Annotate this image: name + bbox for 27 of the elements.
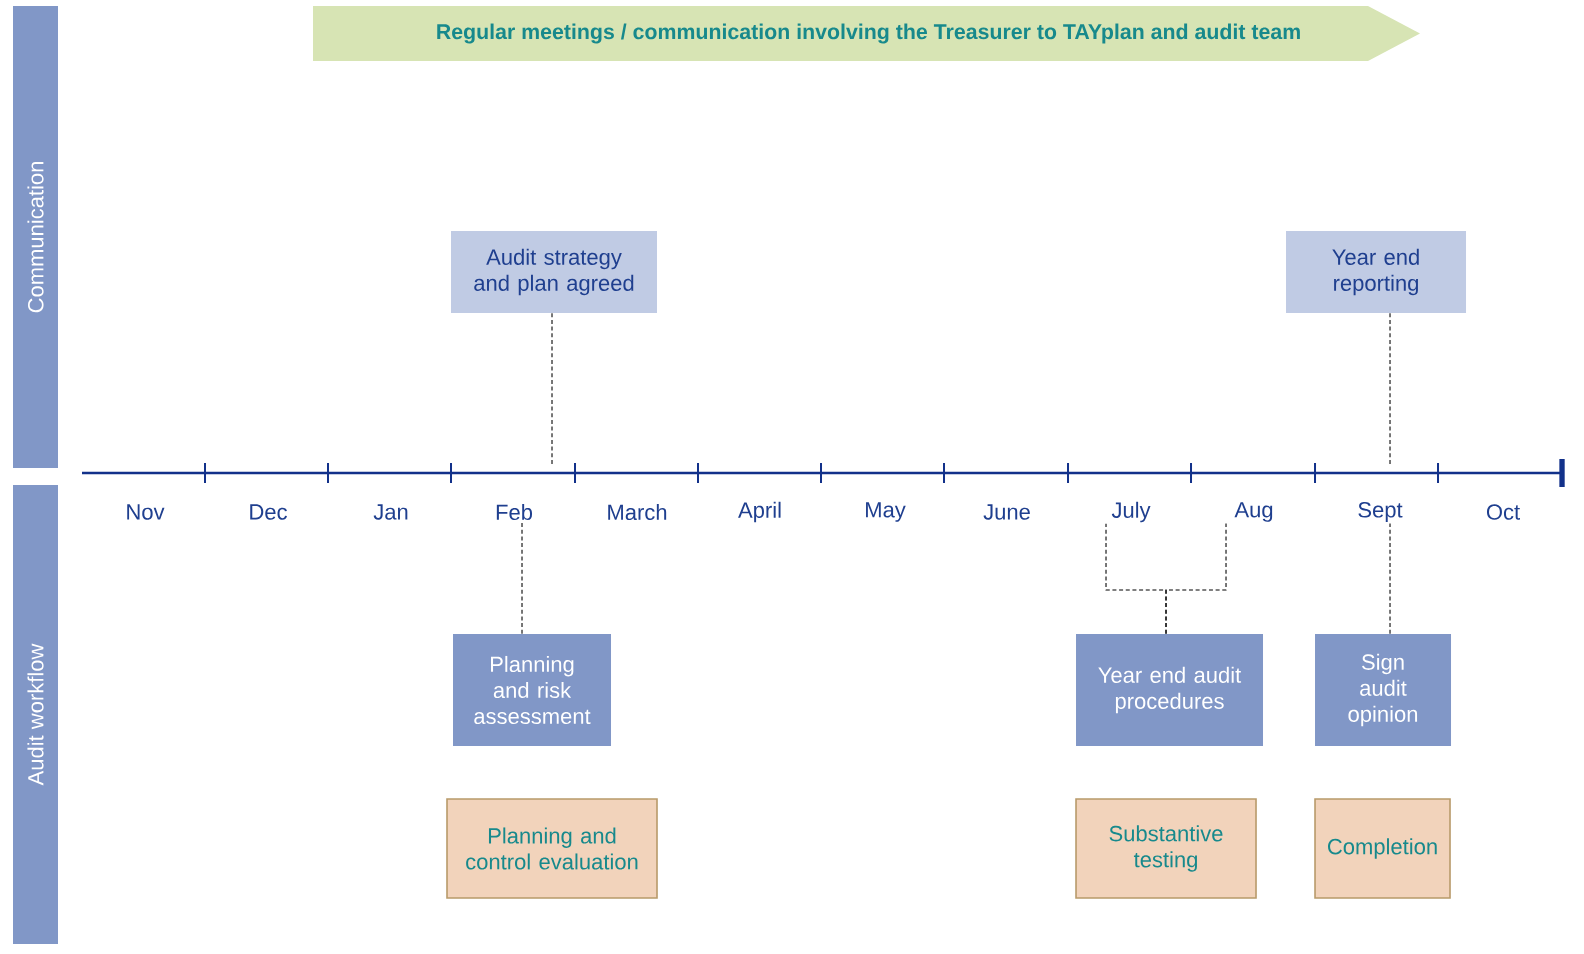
month-label: Oct [1486,504,1520,520]
activity-box: Substantive testing [1075,798,1257,899]
activity-box: Planning and control evaluation [446,798,658,899]
month-label: March [608,503,667,521]
month-label: Nov [127,504,165,520]
leader-line [1389,312,1391,467]
milestone-box: Audit strategy and plan agreed [451,231,657,313]
workflow-box: Sign audit opinion [1315,634,1451,746]
month-label: May [866,502,906,522]
month-label: Jan [373,504,408,520]
side-band: Communication [13,6,58,468]
activity-box: Completion [1314,798,1451,899]
month-label: July [1111,501,1151,523]
month-label: June [983,504,1030,520]
month-label: Sept [1358,502,1403,522]
leader-line [551,312,553,467]
leader-line [1165,522,1227,635]
leader-line [1389,523,1391,635]
month-label: April [738,501,781,523]
month-label: Feb [496,503,533,521]
milestone-box: Year end reporting [1286,231,1466,313]
workflow-box: Year end audit procedures [1076,634,1263,746]
leader-line [521,521,523,635]
month-label: Aug [1234,502,1273,522]
month-label: Dec [250,504,287,520]
workflow-box: Planning and risk assessment [453,634,611,746]
side-band: Audit workflow [13,485,58,944]
